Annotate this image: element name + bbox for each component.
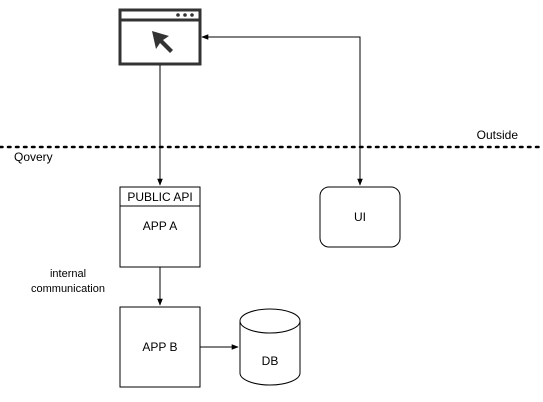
- browser-window-cursor-icon: [118, 8, 202, 66]
- ui-label: UI: [354, 210, 366, 224]
- outside-zone-label: Outside: [477, 128, 519, 142]
- edge-ui-browser: [201, 34, 363, 186]
- qovery-zone-label: Qovery: [14, 150, 53, 164]
- internal-communication-label-line2: communication: [31, 283, 105, 295]
- db-label: DB: [262, 354, 279, 368]
- public-api-header: PUBLIC API: [127, 190, 192, 204]
- cursor-arrow-icon: [152, 31, 173, 53]
- app-b-node: APP B: [119, 306, 201, 388]
- app-b-label: APP B: [142, 340, 177, 354]
- app-a-label: APP A: [143, 219, 177, 233]
- internal-communication-label-line1: internal: [50, 268, 86, 280]
- ui-node: UI: [319, 186, 401, 248]
- app-a-node: PUBLIC API APP A: [119, 186, 201, 268]
- database-cylinder-icon: DB: [239, 308, 301, 386]
